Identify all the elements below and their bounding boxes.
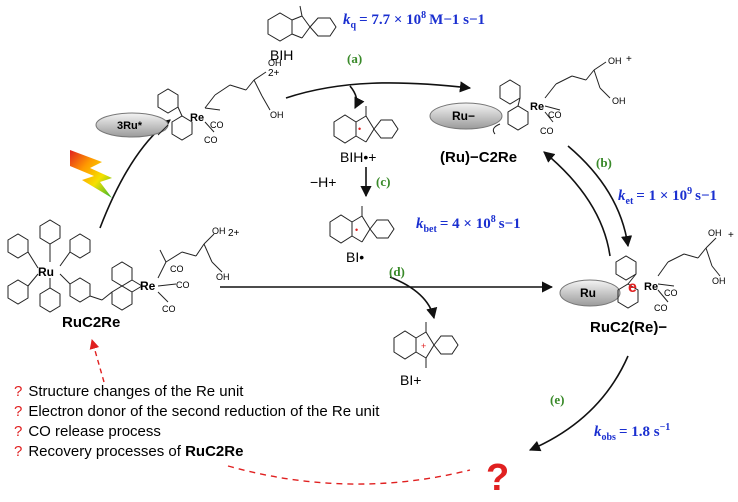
arrow-bih-oxidation: [349, 85, 365, 110]
reduced2-charge: +: [728, 230, 734, 241]
bi-radical-label: BI•: [346, 249, 364, 265]
step-d-label: (d): [389, 264, 405, 279]
question-mark: ?: [14, 383, 23, 400]
reduced2-co-1: CO: [664, 288, 678, 298]
excited-oh-2: OH: [270, 110, 284, 120]
arrow-step-e: [528, 355, 629, 452]
question-mark: ?: [14, 403, 23, 420]
ru-excited-label: 3Ru*: [117, 120, 143, 132]
question-text: CO release process: [28, 423, 161, 440]
electron-label: e: [628, 279, 637, 296]
ruc2re-label: RuC2Re: [62, 314, 120, 331]
ruc2re-oh-2: OH: [216, 272, 230, 282]
arrow-step-a: [285, 81, 472, 99]
bih-cation-structure: [333, 106, 399, 144]
open-questions-list: ? Structure changes of the Re unit ? Elect…: [14, 382, 379, 462]
reduced-re-atom: Re: [530, 101, 544, 113]
reduced-charge: +: [626, 54, 632, 65]
ruc2re-structure: [7, 219, 223, 313]
ruc2re-co-1: CO: [176, 280, 190, 290]
ru-reduced-ellipse: [429, 102, 503, 130]
ru-minus-c2re-label: (Ru)−C2Re: [440, 149, 517, 166]
reduced-re-unit-2: [615, 237, 721, 309]
light-bolt-icon: [70, 150, 112, 198]
bi-cation-label: BI+: [400, 372, 421, 388]
ru-ellipse: [559, 279, 621, 307]
bih-cation-label: BIH•+: [340, 149, 376, 165]
ruc2re-co-3: CO: [170, 264, 184, 274]
ruc2re-minus-label: RuC2(Re)−: [590, 319, 667, 336]
excited-re-unit: [157, 71, 271, 141]
bi-radical-dot: •: [355, 225, 358, 235]
bi-radical-structure: [329, 206, 395, 244]
big-question-mark: ?: [486, 457, 509, 499]
dashed-curve-recovery: [227, 465, 471, 485]
reduced2-oh-1: OH: [708, 228, 722, 238]
arrow-forward-et: [567, 145, 633, 248]
reduced-co-2: CO: [540, 126, 554, 136]
question-text: Electron donor of the second reduction o…: [28, 403, 380, 420]
kobs-rate: kobs= 1.8 s−1: [594, 422, 670, 443]
step-b-label: (b): [596, 155, 612, 170]
question-row: ? Electron donor of the second reduction …: [14, 402, 379, 422]
step-e-label: (e): [550, 392, 564, 407]
reduced-oh-1: OH: [608, 56, 622, 66]
bih-cation-charge-dot: •: [358, 124, 361, 134]
question-mark: ?: [14, 423, 23, 440]
reduced-co-1: CO: [548, 110, 562, 120]
step-c-label: (c): [376, 174, 390, 189]
bih-label: BIH: [270, 47, 293, 63]
bih-structure: [267, 5, 337, 42]
reduced2-co-2: CO: [654, 303, 668, 313]
question-row: ? CO release process: [14, 422, 379, 442]
question-text: Recovery processes of: [28, 443, 186, 460]
question-mark: ?: [14, 443, 23, 460]
step-a-label: (a): [347, 51, 362, 66]
arrow-back-et: [543, 151, 611, 257]
question-text: Structure changes of the Re unit: [28, 383, 244, 400]
bi-cation-structure: [393, 322, 459, 368]
bi-cation-plus: +: [421, 341, 426, 351]
question-row: ? Structure changes of the Re unit: [14, 382, 379, 402]
excited-re-atom: Re: [190, 112, 204, 124]
deprotonation-label: −H+: [310, 174, 336, 190]
reduced2-oh-2: OH: [712, 276, 726, 286]
question-compound: RuC2Re: [185, 443, 244, 460]
ru-ellipse-label: Ru: [580, 286, 596, 300]
dashed-arrow-to-ruc2re: [89, 339, 105, 383]
excited-co-2: CO: [204, 135, 218, 145]
arrow-bi-oxidation: [389, 276, 438, 320]
reduced2-re-atom: Re: [644, 281, 658, 293]
reduced-oh-2: OH: [612, 96, 626, 106]
question-row: ? Recovery processes of RuC2Re: [14, 442, 379, 462]
ruc2re-co-2: CO: [162, 304, 176, 314]
reduced-re-unit: [492, 61, 611, 135]
ruc2re-ru-atom: Ru: [38, 265, 54, 279]
excited-charge: 2+: [268, 68, 280, 79]
ruc2re-re-atom: Re: [140, 279, 156, 293]
ruc2re-oh-1: OH: [212, 226, 226, 236]
ru-reduced-label: Ru−: [452, 109, 475, 123]
excited-co-1: CO: [210, 120, 224, 130]
excited-oh-1: OH: [268, 58, 282, 68]
ruc2re-charge: 2+: [228, 228, 240, 239]
